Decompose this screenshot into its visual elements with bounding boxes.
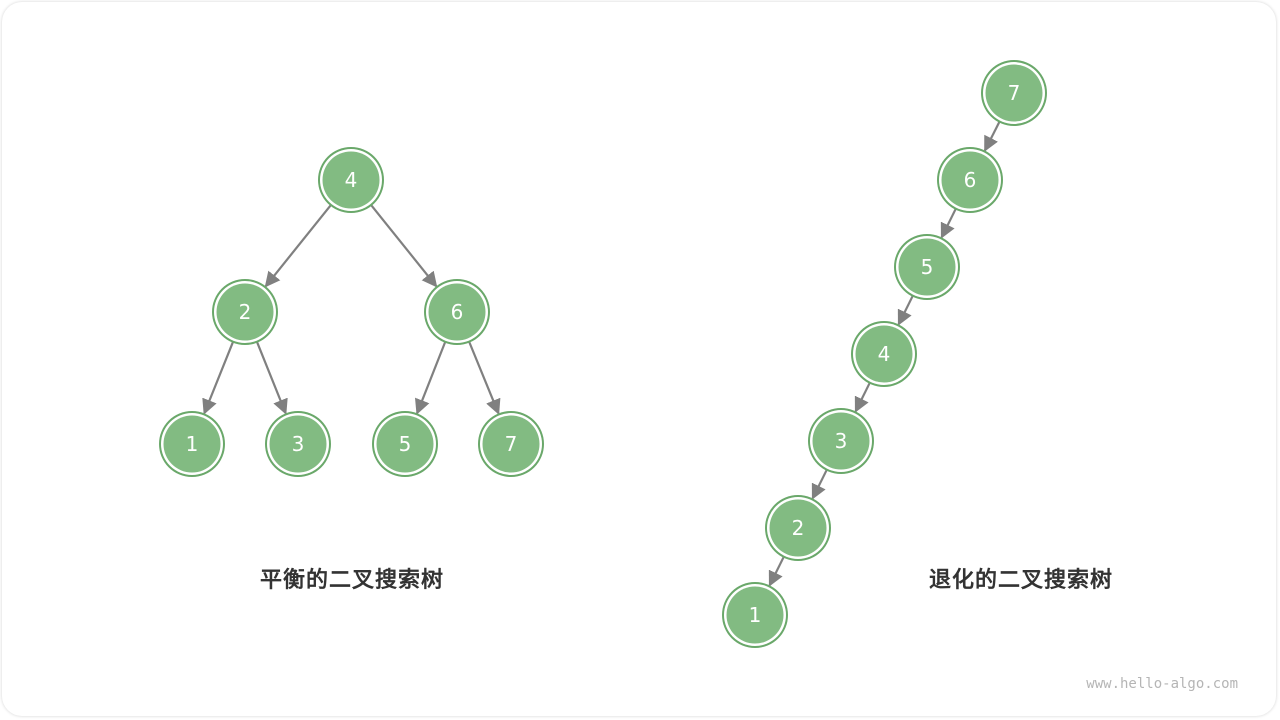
tree-node-7: 7 <box>981 60 1047 126</box>
tree-node-4: 4 <box>318 147 384 213</box>
tree-node-3: 3 <box>265 411 331 477</box>
edge-arrow <box>854 382 871 413</box>
tree-node-3: 3 <box>808 408 874 474</box>
tree-node-2: 2 <box>212 279 278 345</box>
node-value: 3 <box>292 432 305 456</box>
edge-arrow <box>264 204 332 288</box>
node-value: 3 <box>835 429 848 453</box>
tree-node-2: 2 <box>765 495 831 561</box>
tree-node-1: 1 <box>722 582 788 648</box>
balanced-tree-caption: 平衡的二叉搜索树 <box>259 568 445 593</box>
tree-node-5: 5 <box>894 234 960 300</box>
edge-arrow <box>768 556 785 587</box>
degenerate-tree-caption: 退化的二叉搜索树 <box>928 568 1114 593</box>
edge-arrow <box>370 204 438 288</box>
watermark: www.hello-algo.com <box>1086 676 1238 692</box>
edge-arrow <box>415 341 447 415</box>
node-value: 2 <box>239 300 252 324</box>
edge-arrow <box>468 341 501 415</box>
node-value: 7 <box>505 432 518 456</box>
node-value: 6 <box>964 168 977 192</box>
tree-node-1: 1 <box>159 411 225 477</box>
node-value: 4 <box>345 168 358 192</box>
node-value: 6 <box>451 300 464 324</box>
tree-node-5: 5 <box>372 411 438 477</box>
edge-arrow <box>255 341 288 415</box>
node-value: 1 <box>749 603 762 627</box>
node-value: 1 <box>186 432 199 456</box>
nodes-layer: 4 2 6 1 3 5 7 7 6 5 4 3 2 1 <box>159 60 1047 648</box>
edge-arrow <box>202 341 235 415</box>
tree-node-7: 7 <box>478 411 544 477</box>
tree-node-4: 4 <box>851 321 917 387</box>
node-value: 2 <box>792 516 805 540</box>
tree-node-6: 6 <box>424 279 490 345</box>
edge-arrow <box>811 469 828 500</box>
node-value: 4 <box>878 342 891 366</box>
edge-arrow <box>940 208 957 239</box>
node-value: 5 <box>399 432 412 456</box>
edge-arrow <box>983 121 1001 152</box>
edge-arrow <box>897 295 914 326</box>
node-value: 5 <box>921 255 934 279</box>
tree-node-6: 6 <box>937 147 1003 213</box>
edges-layer <box>202 121 1001 587</box>
node-value: 7 <box>1008 81 1021 105</box>
